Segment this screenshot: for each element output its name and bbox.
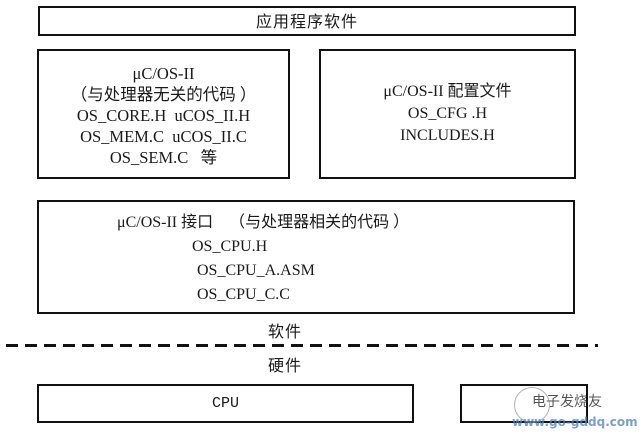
cpu-label: CPU — [211, 395, 239, 412]
processor-port-interface-box: μC/OS-II 接口 （与处理器相关的代码 ） OS_CPU.H OS_CPU… — [37, 200, 575, 314]
configuration-files-box: μC/OS-II 配置文件 OS_CFG .H INCLUDES.H — [319, 49, 576, 179]
independent-line-files-3: OS_SEM.C 等 — [109, 147, 218, 167]
application-layer-label: 应用程序软件 — [255, 11, 358, 31]
watermark-logo-icon — [514, 387, 550, 423]
application-software-layer: 应用程序软件 — [38, 6, 576, 36]
port-line-os-cpu-c-c: OS_CPU_C.C — [197, 286, 290, 303]
cpu-box: CPU — [37, 384, 414, 423]
independent-line-files-2: OS_MEM.C uCOS_II.C — [80, 126, 247, 146]
watermark-title: 电子发烧友 — [532, 394, 602, 410]
watermark-url: www.go-gddq.com — [512, 415, 638, 429]
port-line-title: μC/OS-II 接口 （与处理器相关的代码 ） — [117, 214, 410, 231]
independent-line-subtitle: （与处理器无关的代码 ） — [70, 84, 257, 104]
config-line-title: μC/OS-II 配置文件 — [383, 83, 512, 100]
processor-independent-code-box: μC/OS-II （与处理器无关的代码 ） OS_CORE.H uCOS_II.… — [37, 49, 290, 179]
hardware-label: 硬件 — [268, 356, 303, 375]
config-line-cfg-file: OS_CFG .H — [407, 105, 488, 122]
independent-line-title: μC/OS-II — [132, 63, 195, 83]
software-label: 软件 — [268, 322, 303, 341]
port-line-os-cpu-h: OS_CPU.H — [192, 238, 268, 255]
independent-line-files-1: OS_CORE.H uCOS_II.H — [76, 105, 251, 125]
port-line-os-cpu-a-asm: OS_CPU_A.ASM — [197, 262, 315, 279]
software-hardware-divider — [6, 344, 598, 347]
watermark: 电子发烧友 www.go-gddq.com — [510, 385, 641, 437]
config-line-includes-file: INCLUDES.H — [400, 127, 495, 144]
